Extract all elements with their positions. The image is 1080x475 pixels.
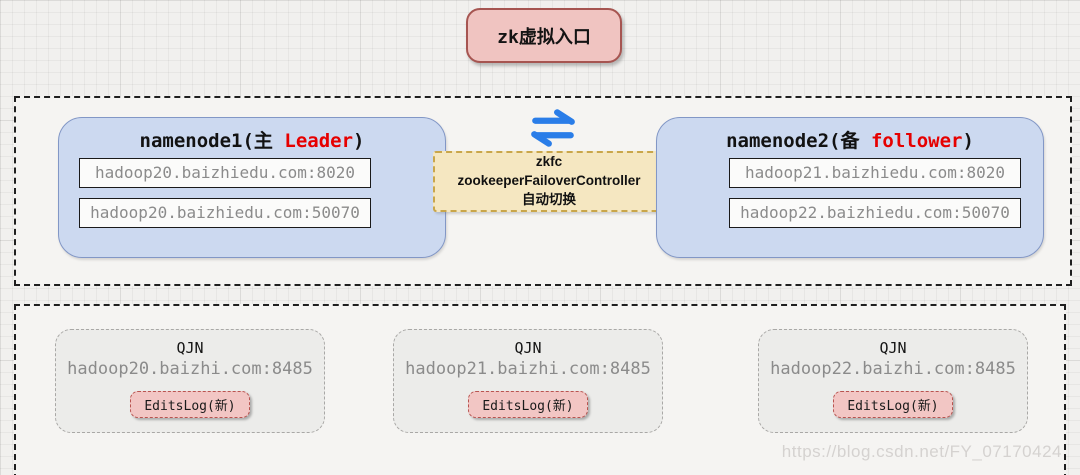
host-box: hadoop20.baizhiedu.com:8020 [79, 158, 371, 188]
title-text: ) [353, 130, 365, 152]
qjn-host: hadoop20.baizhi.com:8485 [67, 359, 313, 379]
qjn-node-3: QJN hadoop22.baizhi.com:8485 EditsLog(新) [758, 329, 1028, 433]
qjn-host: hadoop21.baizhi.com:8485 [405, 359, 651, 379]
qjn-node-1: QJN hadoop20.baizhi.com:8485 EditsLog(新) [55, 329, 325, 433]
sync-arrows-icon [531, 109, 575, 147]
title-text: ) [962, 130, 974, 152]
qjn-label: QJN [176, 339, 204, 357]
qjn-label: QJN [514, 339, 542, 357]
namenode2-title: namenode2(备 follower) [657, 128, 1043, 154]
editslog-badge: EditsLog(新) [833, 391, 953, 418]
qjn-label: QJN [879, 339, 907, 357]
csdn-watermark: https://blog.csdn.net/FY_07170424 [781, 442, 1062, 461]
host-label: hadoop20.baizhiedu.com:8020 [94, 163, 356, 182]
host-label: hadoop20.baizhiedu.com:50070 [90, 203, 360, 222]
role-label: follower [870, 130, 963, 152]
zkfc-line: zkfc [535, 154, 563, 170]
qjn-host: hadoop22.baizhi.com:8485 [770, 359, 1016, 379]
title-text: namenode1(主 [139, 130, 285, 152]
host-label: hadoop21.baizhiedu.com:8020 [744, 163, 1006, 182]
zk-entry-node: zk虚拟入口 [466, 8, 622, 63]
sync-arrows-strokes [531, 109, 575, 147]
host-label: hadoop22.baizhiedu.com:50070 [740, 203, 1010, 222]
zk-entry-label: zk虚拟入口 [497, 26, 591, 48]
zkfc-node: zkfc zookeeperFailoverController 自动切换 [433, 151, 665, 212]
namenode1-node: namenode1(主 Leader) hadoop20.baizhiedu.c… [58, 117, 446, 258]
role-label: Leader [284, 130, 354, 152]
qjn-node-2: QJN hadoop21.baizhi.com:8485 EditsLog(新) [393, 329, 663, 433]
namenode2-node: namenode2(备 follower) hadoop21.baizhiedu… [656, 117, 1044, 258]
host-box: hadoop20.baizhiedu.com:50070 [79, 198, 371, 228]
host-box: hadoop22.baizhiedu.com:50070 [729, 198, 1021, 228]
zkfc-line: 自动切换 [522, 191, 576, 207]
title-text: namenode2(备 [726, 130, 871, 152]
editslog-badge: EditsLog(新) [468, 391, 588, 418]
host-box: hadoop21.baizhiedu.com:8020 [729, 158, 1021, 188]
zkfc-line: zookeeperFailoverController [457, 173, 641, 189]
editslog-badge: EditsLog(新) [130, 391, 250, 418]
namenode1-title: namenode1(主 Leader) [59, 128, 445, 154]
